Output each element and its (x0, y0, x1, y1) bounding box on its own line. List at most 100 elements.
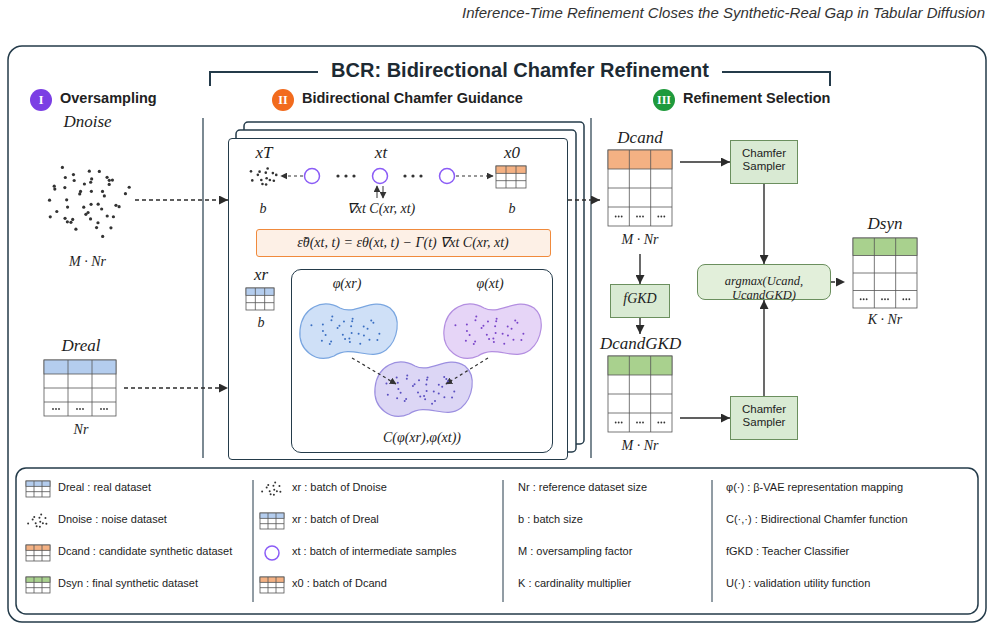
sample-point (417, 392, 419, 394)
sample-point (276, 490, 278, 492)
chamfer-arrow (446, 358, 488, 384)
sample-point (251, 179, 254, 182)
sample-point (269, 490, 271, 492)
sample-point (53, 185, 56, 188)
node-text: ∇xt C(xr, xt) (321, 201, 441, 217)
table-icon (26, 577, 50, 593)
sample-point (78, 192, 81, 195)
sample-point (97, 203, 100, 206)
table-rule (264, 288, 265, 310)
sample-point (261, 183, 264, 186)
sample-point (376, 339, 378, 341)
sample-point (451, 397, 453, 399)
sample-point (512, 339, 514, 341)
sample-point (488, 338, 490, 340)
sample-point (79, 190, 82, 193)
table-rule (255, 288, 256, 310)
sample-point (109, 226, 112, 229)
point-cloud (385, 375, 455, 405)
sample-point (351, 332, 353, 334)
table-rule (26, 587, 50, 588)
table-rule (26, 555, 50, 556)
ellipsis-dot (663, 216, 665, 218)
legend-symbol (24, 510, 54, 532)
sample-point (112, 215, 115, 218)
sample-point (63, 186, 66, 189)
section-divider (590, 118, 591, 458)
node-text: argmax(Ucand, UcandGKD) (698, 274, 830, 303)
sample-point (321, 340, 323, 342)
sample-point (48, 199, 51, 202)
sample-point (454, 324, 456, 326)
sample-point (495, 320, 497, 322)
sample-point (438, 384, 440, 386)
title-bracket (210, 72, 318, 86)
chamfer-arrow (352, 358, 396, 384)
node-text: M · Nr (600, 438, 680, 454)
sample-point (124, 192, 127, 195)
synthetic-manifold (444, 304, 541, 358)
legend-symbol (258, 510, 288, 532)
ellipsis-dot (639, 216, 641, 218)
legend-text: φ(·) : β-VAE representation mapping (726, 481, 903, 494)
sample-point (88, 170, 91, 173)
sample-point (101, 235, 104, 238)
legend-symbol (258, 542, 288, 564)
sample-point (363, 335, 365, 337)
process-box: Chamfer Sampler (730, 396, 798, 440)
flow-arrow (763, 184, 764, 264)
ellipsis-dot (615, 216, 617, 218)
point-cloud (261, 482, 281, 496)
sample-point (101, 190, 104, 193)
table-rule (629, 356, 630, 432)
sample-point (63, 217, 66, 220)
sample-point (469, 334, 471, 336)
sample-point (425, 383, 427, 385)
legend-item: Dsyn : final synthetic dataset (24, 574, 252, 596)
sample-point (474, 319, 476, 321)
table-rule (42, 481, 43, 497)
sample-point (493, 341, 495, 343)
table-body (26, 577, 50, 593)
sample-point (100, 207, 103, 210)
node-text: b (502, 201, 522, 217)
table-rule (629, 150, 630, 226)
sample-point (481, 327, 483, 329)
node-text: Dcand (600, 128, 680, 148)
section-number: I (30, 89, 52, 111)
sample-point (260, 179, 263, 182)
table-rule (608, 394, 672, 395)
dataset-node: DnoiseM · Nr (40, 112, 135, 274)
ellipsis-dot (615, 422, 617, 424)
table-icon (496, 166, 526, 188)
node-text: ε̃θ(xt, t) = εθ(xt, t) − Γ(t) ∇xt C(xr, … (257, 235, 549, 251)
ellipsis-dot (352, 174, 355, 177)
legend-item: K : cardinality multiplier (512, 574, 702, 596)
legend-text: Dcand : candidate synthetic dataset (58, 545, 232, 558)
sample-point (272, 172, 275, 175)
table-header (608, 150, 672, 169)
classifier-box: fGKD (610, 284, 670, 318)
sample-point (90, 177, 93, 180)
sample-point (441, 386, 443, 388)
sample-point (487, 320, 489, 322)
sample-point (89, 203, 92, 206)
sample-point (507, 335, 509, 337)
sample-point (64, 176, 67, 179)
sample-point (419, 395, 421, 397)
legend-text: C(·,·) : Bidirectional Chamfer function (726, 513, 908, 526)
table-icon (26, 481, 50, 497)
legend-text: Dsyn : final synthetic dataset (58, 577, 198, 590)
flow-arrow (680, 161, 730, 162)
table-icon (260, 577, 284, 593)
legend-divider (503, 480, 504, 602)
sample-point (400, 392, 402, 394)
table-rule (44, 388, 116, 389)
ellipsis-dot (58, 408, 60, 410)
legend-text: x0 : batch of Dcand (292, 577, 387, 590)
node-text: K · Nr (845, 312, 925, 328)
legend-text: xt : batch of intermediate samples (292, 545, 456, 558)
ellipsis-dot (905, 298, 907, 300)
legend-divider (253, 480, 254, 602)
sample-point (265, 177, 268, 180)
